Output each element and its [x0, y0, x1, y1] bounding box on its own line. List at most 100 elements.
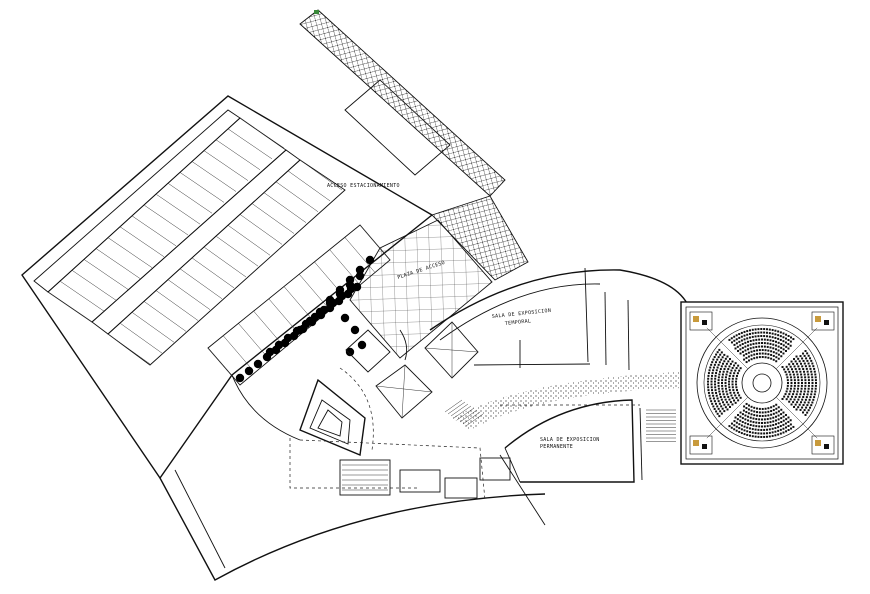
- seat: [707, 389, 710, 392]
- seat: [710, 400, 713, 403]
- seat: [810, 404, 813, 407]
- seat: [811, 362, 814, 365]
- seat: [750, 409, 753, 412]
- seat: [741, 346, 744, 349]
- seat: [749, 420, 752, 423]
- seat: [790, 395, 793, 398]
- seat: [728, 380, 731, 383]
- lounge-furniture: [693, 440, 699, 446]
- seat: [744, 422, 747, 425]
- seat: [710, 383, 713, 386]
- tree-canopy: [355, 271, 365, 281]
- seat: [731, 366, 734, 369]
- seat: [792, 373, 795, 376]
- seat: [801, 382, 803, 384]
- seat: [738, 423, 741, 426]
- seat: [760, 335, 763, 338]
- seat: [760, 428, 763, 431]
- seat: [792, 401, 795, 404]
- seat: [728, 374, 731, 377]
- parking-stall-divider: [143, 301, 187, 332]
- seat: [743, 338, 746, 341]
- seat: [714, 361, 717, 364]
- seat: [789, 344, 792, 347]
- permanent-exhibition-hall: SALA DE EXPOSICION PERMANENTE: [504, 399, 643, 483]
- seat: [781, 366, 784, 369]
- seat: [786, 384, 789, 387]
- parking-stall-divider: [83, 259, 129, 290]
- seat: [726, 355, 729, 358]
- seat: [757, 435, 760, 438]
- seat: [721, 401, 724, 404]
- seat: [800, 379, 803, 382]
- seat: [743, 433, 746, 436]
- seat: [784, 422, 787, 425]
- dashed-outlines: [289, 404, 640, 501]
- seat: [755, 418, 758, 421]
- parking-stall-divider: [155, 290, 199, 321]
- seat: [814, 373, 817, 376]
- seat: [814, 379, 817, 382]
- seat: [771, 434, 774, 437]
- seat: [730, 337, 733, 340]
- seat: [787, 420, 790, 423]
- seat: [716, 351, 719, 354]
- seat: [772, 351, 775, 354]
- seat: [718, 415, 721, 418]
- seat: [741, 417, 744, 420]
- parking-stall-divider: [95, 248, 141, 279]
- seat: [790, 368, 793, 371]
- seat: [711, 391, 714, 394]
- seat: [758, 338, 761, 341]
- seat: [801, 398, 804, 401]
- triangular-feature: [299, 367, 374, 456]
- permanent-hall-label-2: PERMANENTE: [540, 444, 573, 450]
- seat: [710, 363, 713, 366]
- aisle-line: [706, 396, 749, 439]
- seat: [738, 394, 741, 397]
- seat: [772, 358, 775, 361]
- seat: [708, 369, 711, 372]
- seat: [727, 403, 730, 406]
- seat: [780, 342, 783, 345]
- seat: [713, 400, 716, 403]
- seat: [811, 401, 814, 404]
- seat: [760, 435, 763, 438]
- seat: [722, 393, 725, 396]
- seat: [767, 410, 770, 413]
- parking-stall-divider: [227, 128, 273, 160]
- corner-lounge: [689, 311, 713, 331]
- seat: [790, 403, 793, 406]
- service-blocks: [339, 454, 546, 526]
- seat: [794, 403, 797, 406]
- seat: [746, 337, 749, 340]
- seat: [761, 342, 763, 344]
- seat: [801, 406, 804, 409]
- lounge-furniture: [702, 320, 707, 325]
- seat: [799, 408, 802, 411]
- seat: [766, 335, 769, 338]
- tree-canopy: [295, 325, 305, 335]
- seat: [757, 328, 760, 331]
- seat: [804, 413, 807, 416]
- seat: [768, 328, 771, 331]
- seat: [719, 410, 722, 413]
- seat: [735, 425, 738, 428]
- seat: [766, 421, 769, 424]
- seat: [761, 345, 763, 348]
- seat: [782, 344, 785, 347]
- stair-tread: [465, 413, 484, 427]
- seat: [782, 336, 785, 339]
- seat: [765, 435, 768, 438]
- seat: [761, 425, 763, 428]
- seat: [785, 430, 788, 433]
- seat: [724, 365, 727, 368]
- seat: [755, 345, 758, 348]
- seat: [711, 361, 714, 364]
- seat: [733, 420, 736, 423]
- seat: [768, 431, 771, 434]
- seat: [779, 432, 782, 435]
- seat: [718, 361, 721, 364]
- seat: [797, 379, 800, 382]
- seat: [735, 429, 738, 432]
